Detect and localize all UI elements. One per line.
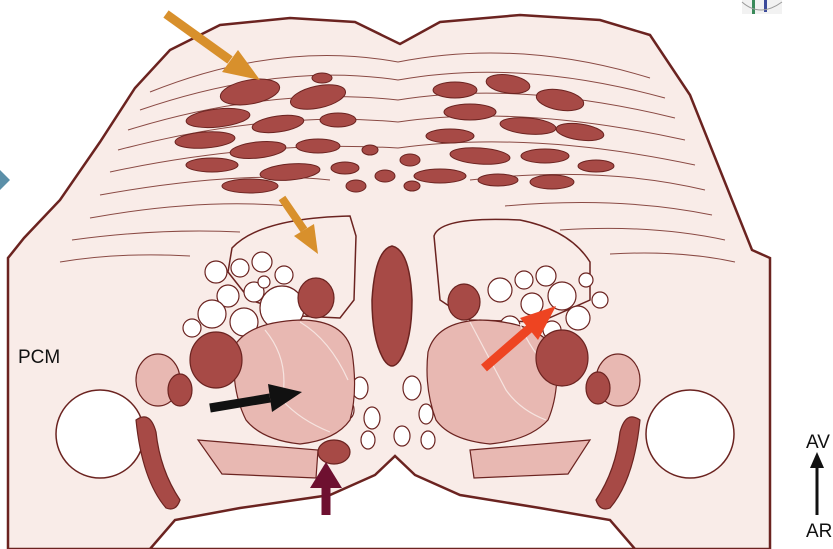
orientation-arrow bbox=[810, 452, 824, 515]
av-label: AV bbox=[806, 433, 830, 452]
ar-label: AR bbox=[806, 522, 832, 541]
blue-arrowhead bbox=[0, 170, 10, 190]
pcm-label: PCM bbox=[18, 348, 60, 367]
midline-structure bbox=[372, 246, 412, 366]
corner-thumbnail-fragment bbox=[742, 0, 782, 14]
